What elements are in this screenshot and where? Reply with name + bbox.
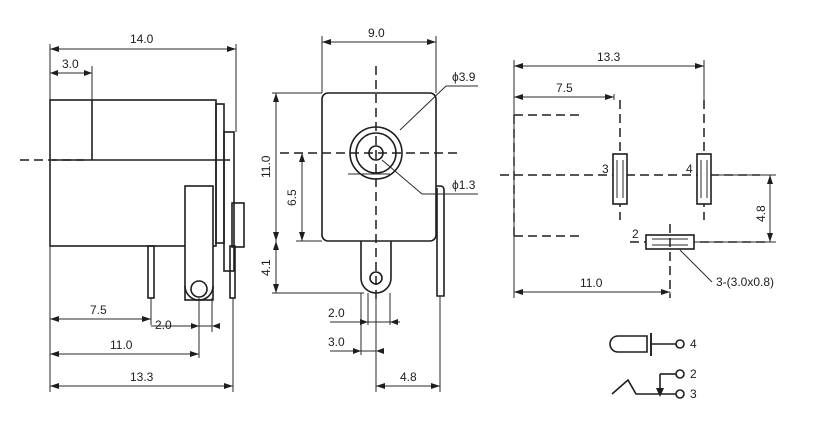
schematic-pin-4: 4 xyxy=(690,337,697,351)
schematic-pin-2: 2 xyxy=(690,367,697,381)
dim-pin-diameter: ϕ1.3 xyxy=(452,178,476,192)
footprint-pin-2-label: 2 xyxy=(632,227,639,241)
schematic-plug xyxy=(609,335,648,353)
side-pin-tab xyxy=(184,185,214,301)
front-view: ϕ3.9 ϕ1.3 9.0 11.0 6.5 4.1 xyxy=(259,26,478,392)
dim-footprint-first: 7.5 xyxy=(556,81,573,95)
footprint-pin-3-label: 3 xyxy=(602,162,609,176)
dim-front-pin-width: 2.0 xyxy=(328,306,345,320)
front-body xyxy=(321,92,437,242)
dim-side-pin-b: 11.0 xyxy=(110,338,133,352)
dim-footprint-vertical: 4.8 xyxy=(754,205,768,222)
dim-side-front: 3.0 xyxy=(62,57,79,71)
slot-size-note: 3-(3.0x0.8) xyxy=(716,275,774,289)
dim-side-total: 13.3 xyxy=(130,370,154,384)
schematic-symbol: 4 2 3 xyxy=(609,333,697,401)
dim-front-side-pin: 4.8 xyxy=(400,370,417,384)
pad-3-slot xyxy=(612,153,628,205)
dim-side-pin-a: 7.5 xyxy=(90,303,107,317)
pad-4-slot xyxy=(696,153,712,205)
dim-front-width: 9.0 xyxy=(368,26,385,40)
dim-front-bottom: 4.1 xyxy=(259,259,273,276)
dim-side-overall: 14.0 xyxy=(130,32,154,46)
dim-front-height: 11.0 xyxy=(259,155,273,178)
dim-front-center: 6.5 xyxy=(285,189,299,206)
dim-outer-diameter: ϕ3.9 xyxy=(452,70,476,84)
dim-footprint-total: 13.3 xyxy=(597,50,621,64)
side-view: 14.0 3.0 7.5 2.0 11.0 13.3 xyxy=(20,32,245,392)
dim-footprint-bottom: 11.0 xyxy=(580,276,603,290)
footprint-pin-4-label: 4 xyxy=(686,162,693,176)
pcb-footprint: 3 4 2 13.3 7.5 4.8 11.0 3-(3.0x0.8) xyxy=(500,50,776,298)
dim-front-pin-offset: 3.0 xyxy=(328,335,345,349)
schematic-pin-3: 3 xyxy=(690,387,697,401)
dim-side-pin-gap: 2.0 xyxy=(155,318,172,332)
